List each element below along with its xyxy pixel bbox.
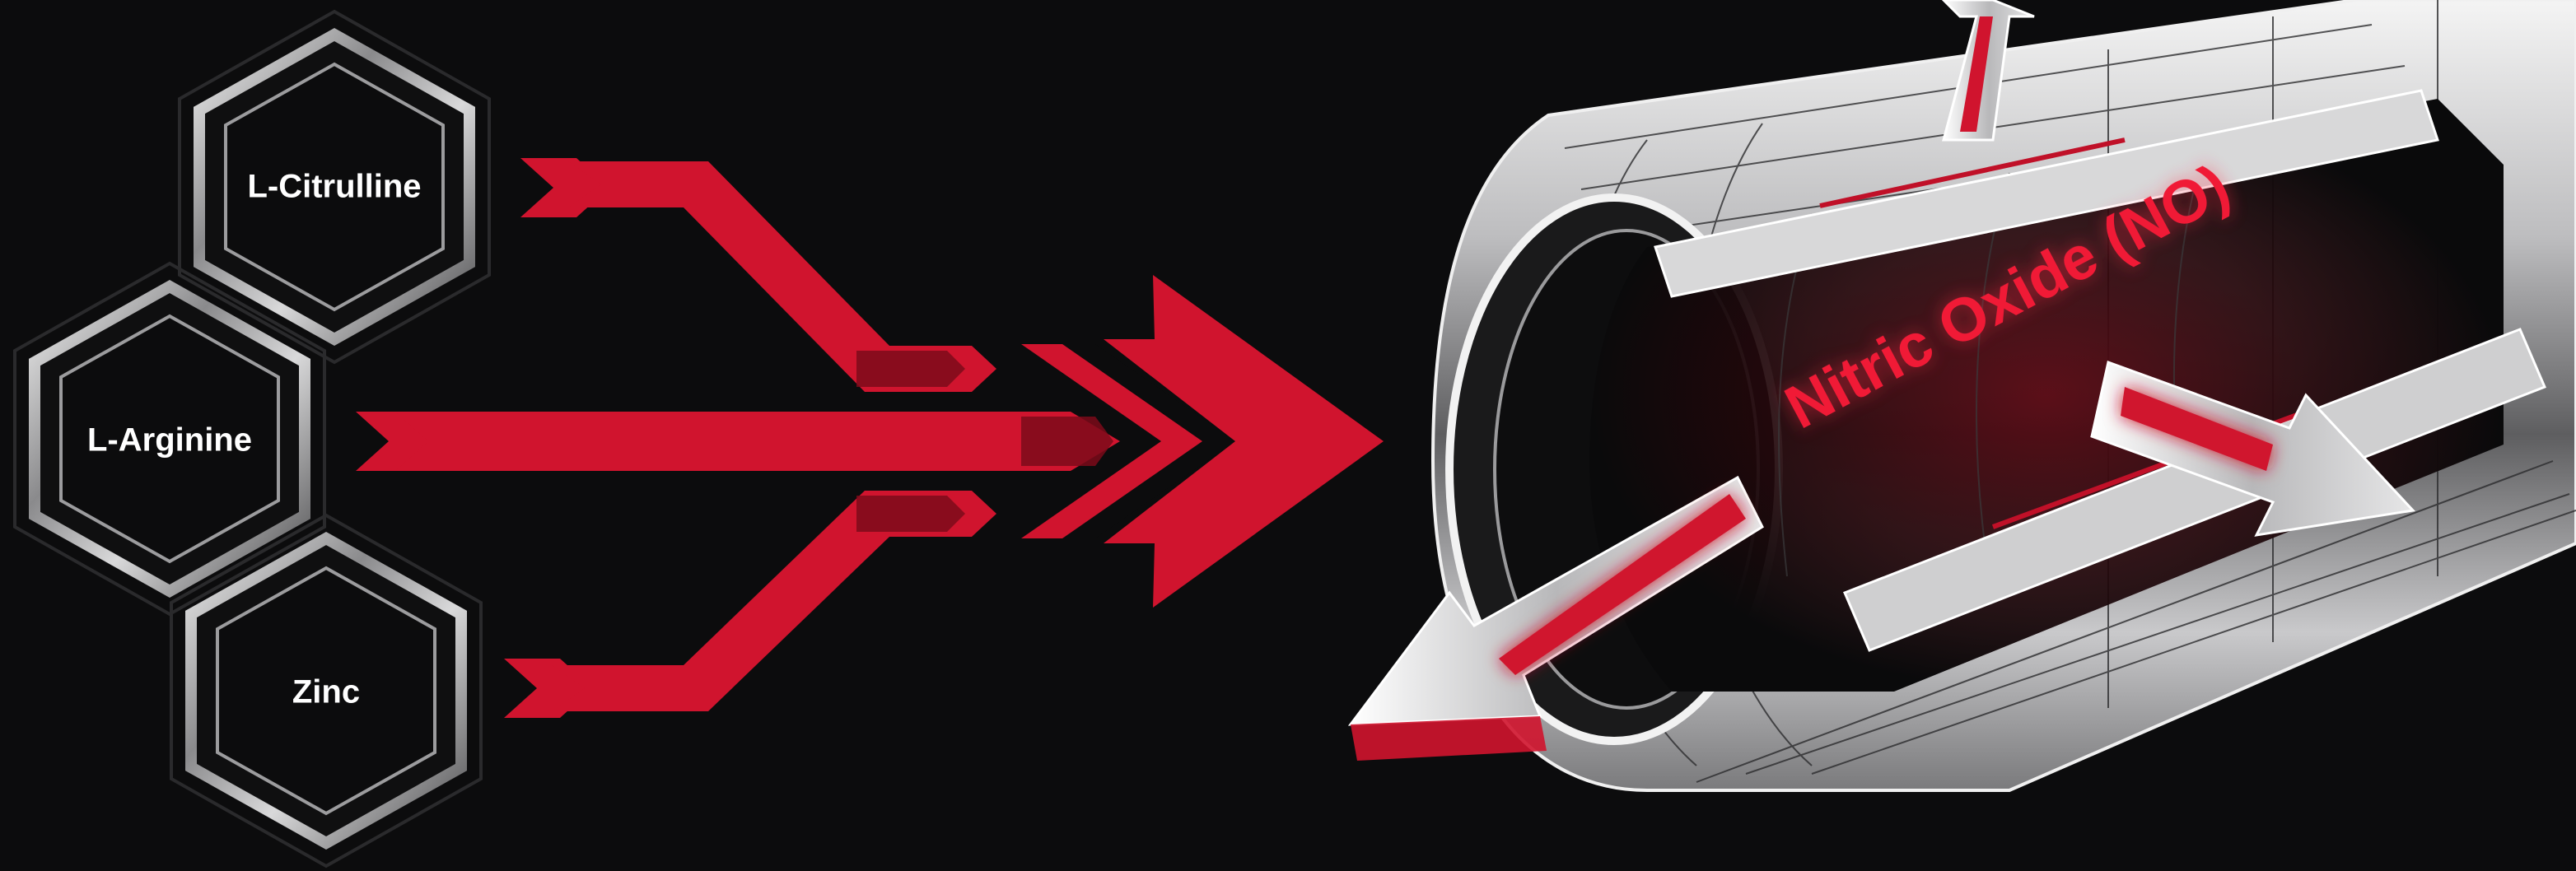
diffusion-arrow-left — [1347, 475, 1764, 761]
l-citrulline-label: L-Citrulline — [247, 169, 421, 205]
arrow-bottom — [504, 491, 996, 718]
slot-marker-top — [1819, 137, 2126, 208]
arrow-top — [520, 158, 996, 392]
hexagon-l-arginine: L-Arginine — [13, 261, 326, 617]
merge-chevron-gap — [1062, 344, 1235, 538]
diffusion-arrow-right — [2090, 361, 2416, 537]
l-arginine-label: L-Arginine — [87, 422, 252, 459]
converging-arrows — [356, 158, 1384, 718]
zinc-label: Zinc — [292, 674, 360, 710]
cut-edge-top — [1654, 89, 2439, 298]
diffusion-arrow-up — [1941, 0, 2035, 142]
main-arrowhead — [1104, 275, 1384, 608]
hexagon-l-citrulline: L-Citrulline — [178, 9, 491, 365]
blood-vessel-cutaway — [1430, 0, 2576, 792]
arrow-middle — [356, 412, 1120, 471]
hexagon-zinc: Zinc — [170, 513, 483, 869]
